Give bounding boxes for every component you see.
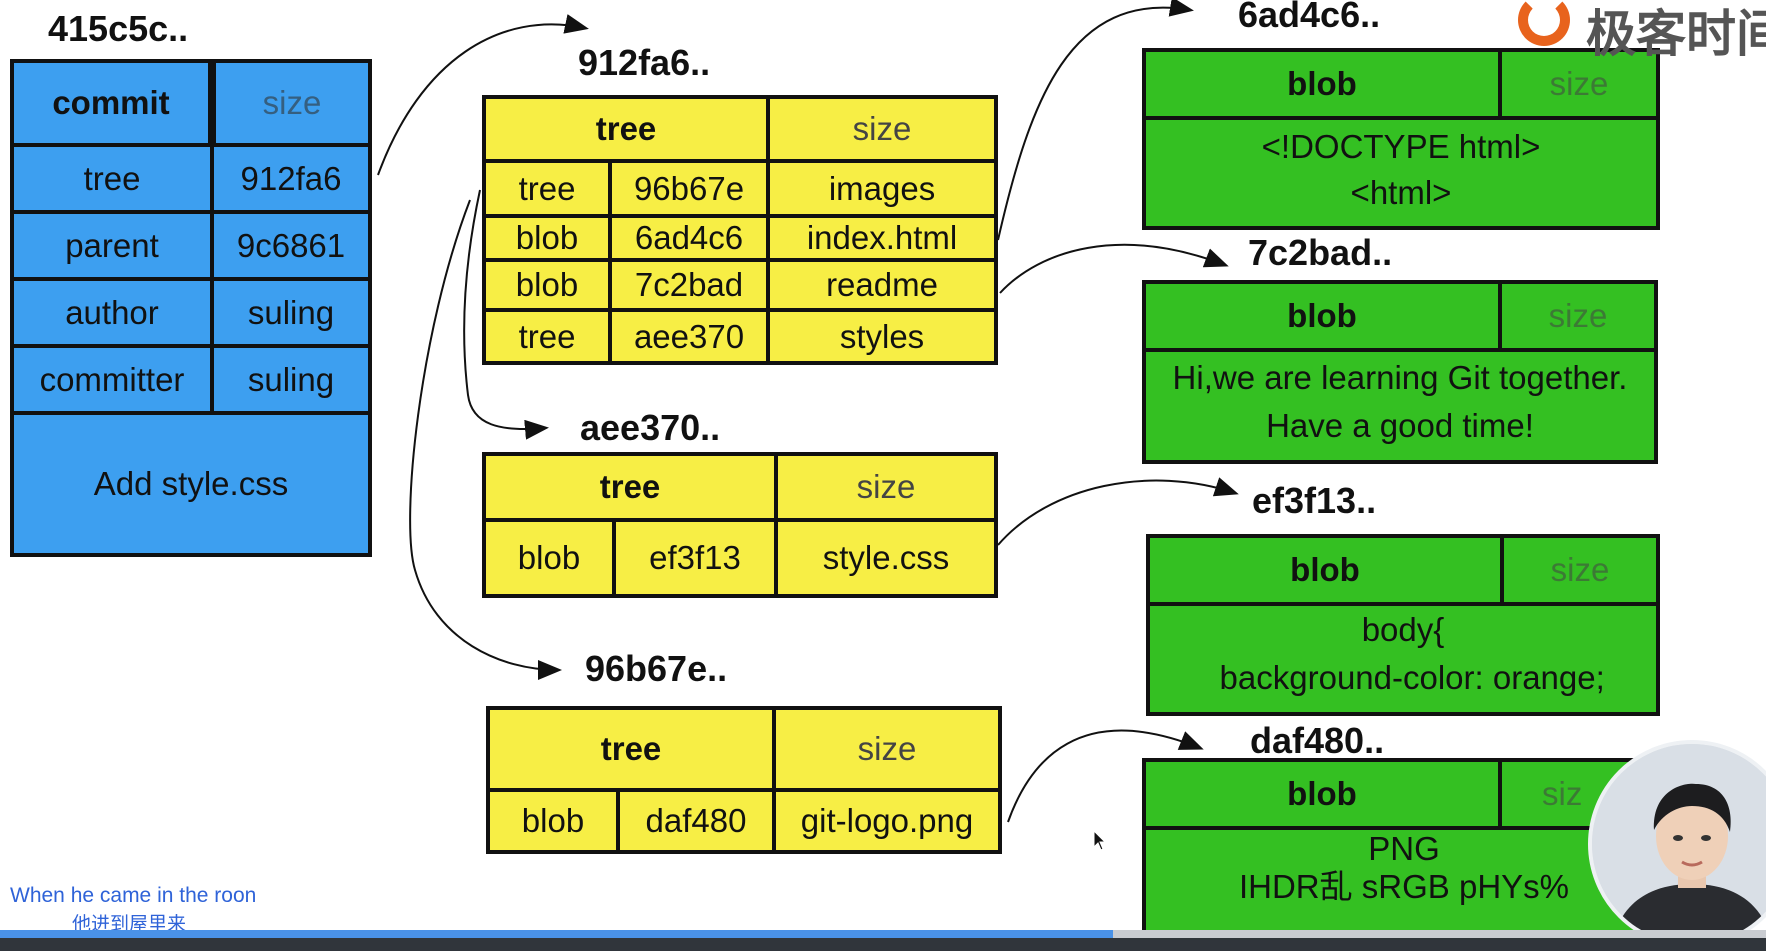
geektime-logo-text: 极客时间 <box>1586 5 1766 63</box>
blob-hash: 7c2bad.. <box>1248 232 1393 273</box>
tree-object-912fa6: tree size tree 96b67e images blob 6ad4c6… <box>481 95 999 365</box>
commit-field-value: suling <box>210 277 372 348</box>
tree-object-96b67e: tree size blob daf480 git-logo.png <box>485 706 1003 854</box>
arrow-tree-to-7c2bad <box>999 243 1229 294</box>
blob-object-ef3f13: blob size body{ background-color: orange… <box>1146 534 1660 716</box>
arrow-commit-to-tree-912fa6 <box>377 14 589 176</box>
tree-hash: 912fa6.. <box>578 42 711 83</box>
blob-size-label: size <box>1500 534 1660 606</box>
tree-entry-name: readme <box>766 258 999 312</box>
tree-hash: aee370.. <box>580 407 721 448</box>
tree-entry-id: daf480 <box>615 788 777 854</box>
commit-size-label: size <box>210 59 372 147</box>
blob-object-6ad4c6: blob size <!DOCTYPE html> <html> <box>1142 48 1660 230</box>
arrow-tree-to-6ad4c6 <box>997 0 1194 241</box>
commit-field-value: 912fa6 <box>210 143 372 214</box>
blob-content-line: PNG <box>1368 830 1440 867</box>
commit-field-value: 9c6861 <box>210 210 372 281</box>
blob-content-line: Hi,we are learning Git together. <box>1172 359 1628 396</box>
tree-entry-id: ef3f13 <box>611 518 779 598</box>
blob-object-daf480: blob siz PNG IHDR乱 sRGB pHYs% <box>1142 758 1666 951</box>
tree-type-label: tree <box>481 452 779 522</box>
blob-content-line: <!DOCTYPE html> <box>1261 128 1541 165</box>
tree-entry-name: styles <box>766 308 999 365</box>
tree-entry-name: images <box>766 159 999 218</box>
arrow-tree-to-aee370 <box>463 189 549 440</box>
tree-entry-type: blob <box>486 788 620 854</box>
tree-type-label: tree <box>481 95 771 163</box>
blob-hash: daf480.. <box>1250 720 1385 761</box>
subtitle-chinese: 他进到屋里来 <box>72 913 187 935</box>
tree-entry-type: blob <box>482 518 616 598</box>
blob-content: Hi,we are learning Git together. Have a … <box>1142 348 1658 464</box>
blob-type-label: blob <box>1142 280 1502 352</box>
blob-content-line: background-color: orange; <box>1201 659 1605 696</box>
tree-entry-id: aee370 <box>607 308 771 365</box>
blob-content-line: <html> <box>1350 174 1452 211</box>
presenter-avatar-icon <box>1592 744 1766 944</box>
commit-field-key: author <box>10 277 214 348</box>
tree-entry-type: tree <box>482 308 612 365</box>
tree-entry-name: style.css <box>774 518 999 598</box>
arrow-aee370-to-ef3f13 <box>997 477 1239 546</box>
subtitle-english: When he came in the roon <box>10 884 257 907</box>
tree-entry-id: 6ad4c6 <box>607 214 771 262</box>
blob-object-7c2bad: blob size Hi,we are learning Git togethe… <box>1142 280 1658 464</box>
tree-entry-type: blob <box>482 214 612 262</box>
commit-field-key: tree <box>10 143 214 214</box>
blob-content: body{ background-color: orange; <box>1146 602 1660 716</box>
tree-entry-type: blob <box>482 258 612 312</box>
geektime-logo-icon <box>1518 0 1570 46</box>
tree-entry-type: tree <box>482 159 612 218</box>
tree-entry-id: 7c2bad <box>607 258 771 312</box>
arrow-tree-to-96b67e <box>409 199 562 680</box>
commit-type-label: commit <box>10 59 216 147</box>
blob-hash: 6ad4c6.. <box>1238 0 1381 35</box>
video-control-bar <box>0 938 1766 951</box>
commit-field-key: parent <box>10 210 214 281</box>
blob-hash: ef3f13.. <box>1252 480 1377 521</box>
blob-content-line: Have a good time! <box>1266 407 1534 444</box>
blob-size-label: size <box>1498 48 1660 120</box>
commit-object: commit size tree 912fa6 parent 9c6861 au… <box>10 59 372 557</box>
tree-size-label: size <box>766 95 999 163</box>
tree-entry-id: 96b67e <box>607 159 771 218</box>
blob-type-label: blob <box>1146 534 1504 606</box>
mouse-cursor-icon <box>1093 830 1107 851</box>
presenter-video <box>1588 740 1766 948</box>
blob-type-label: blob <box>1142 48 1502 120</box>
tree-entry-name: git-logo.png <box>772 788 1003 854</box>
tree-object-aee370: tree size blob ef3f13 style.css <box>481 452 999 598</box>
blob-type-label: blob <box>1142 758 1502 830</box>
blob-content-line: body{ <box>1361 611 1445 648</box>
tree-size-label: size <box>772 706 1003 792</box>
video-subtitle: When he came in the roon 他进到屋里来 <box>10 882 256 938</box>
arrow-96b67e-to-daf480 <box>1007 729 1204 823</box>
tree-entry-name: index.html <box>766 214 999 262</box>
blob-size-label: size <box>1498 280 1658 352</box>
tree-hash: 96b67e.. <box>585 648 728 689</box>
video-progress-fill[interactable] <box>0 930 1113 938</box>
tree-type-label: tree <box>485 706 777 792</box>
tree-size-label: size <box>774 452 999 522</box>
commit-field-value: suling <box>210 344 372 415</box>
commit-hash: 415c5c.. <box>48 8 189 49</box>
commit-field-key: committer <box>10 344 214 415</box>
blob-content: <!DOCTYPE html> <html> <box>1142 116 1660 230</box>
commit-message: Add style.css <box>10 411 372 557</box>
blob-content-line: IHDR乱 sRGB pHYs% <box>1238 868 1570 905</box>
